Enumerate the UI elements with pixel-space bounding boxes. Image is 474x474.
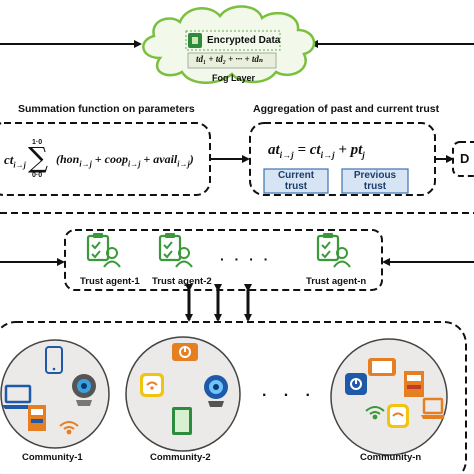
smart-switch-icon [172, 343, 198, 361]
router-icon [404, 371, 424, 397]
laptop-icon [2, 384, 34, 409]
encrypted-data-label: Encrypted Data [207, 35, 281, 46]
router-icon [28, 405, 46, 431]
smartphone-icon [45, 346, 63, 374]
community-label: Community-1 [22, 452, 83, 463]
laptop-icon [421, 397, 445, 419]
trust-agent-label: Trust agent-1 [80, 276, 140, 287]
agent-community-arrows [185, 284, 252, 322]
summation-lower-limit: 0·0 [32, 172, 43, 179]
trust-agent-icon [316, 233, 351, 268]
smart-switch-icon [345, 373, 367, 395]
wifi-icon [365, 406, 385, 420]
encrypted-data-box [185, 30, 281, 51]
current-trust-label: Current trust [277, 170, 315, 192]
community-label: Community-n [360, 452, 422, 463]
sigma-symbol: ∑ [28, 141, 48, 174]
summation-body: (honi→j + coopi→j + availi→j) [56, 152, 194, 169]
trust-agent-icon [158, 233, 193, 268]
fog-sum-formula: td₁ + td₂ + ··· + tdₙ [196, 54, 264, 64]
community-circle [330, 338, 448, 456]
summation-box [0, 122, 211, 196]
communities-ellipsis: · · · [262, 387, 317, 404]
smartphone-icon [368, 358, 396, 376]
smartwatch-icon [387, 404, 409, 428]
trust-agents-ellipsis: · · · · [220, 251, 272, 267]
security-camera-icon [204, 375, 228, 407]
aggregation-formula: ati→j = cti→j + ptj [268, 142, 365, 160]
community-circle [125, 336, 241, 452]
trust-agent-label: Trust agent-2 [152, 276, 212, 287]
trust-agent-label: Trust agent-n [306, 276, 367, 287]
wifi-icon [59, 421, 79, 435]
security-camera-icon [72, 374, 96, 406]
fog-sum-box [187, 52, 277, 69]
previous-trust-box [341, 168, 409, 194]
tablet-icon [172, 407, 192, 435]
smartwatch-icon [140, 373, 164, 397]
encrypted-data-icon [188, 33, 202, 48]
community-label: Community-2 [150, 452, 211, 463]
current-trust-box [263, 168, 329, 194]
summation-lhs: cti→j [4, 152, 26, 170]
summation-upper-limit: 1·0 [32, 139, 43, 146]
fog-layer-label: Fog Layer [212, 73, 256, 83]
cut-box-letter: D [460, 151, 470, 166]
previous-trust-label: Previous trust [353, 170, 397, 192]
aggregation-title: Aggregation of past and current trust [253, 103, 440, 115]
trust-agent-icon [86, 233, 121, 268]
summation-title: Summation function on parameters [18, 103, 195, 115]
